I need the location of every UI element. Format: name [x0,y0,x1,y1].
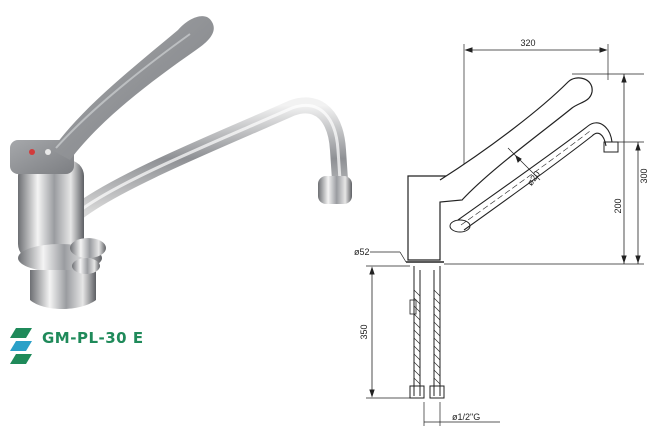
technical-drawing: 320 300 200 ø20 ø52 350 ø1/2"G [354,38,649,426]
product-code: GM-PL-30 E [42,329,144,347]
dim-height-total: 300 [639,168,649,183]
dim-height-spout: 200 [613,198,623,213]
brand-logo [10,328,32,364]
dim-width: 320 [520,38,535,48]
dim-connection: ø1/2"G [452,412,480,422]
product-photo [10,16,352,309]
mixer-body [18,160,84,260]
spout-tube [70,97,348,220]
dim-pipe-diameter: ø20 [525,169,542,187]
long-lever-handle [52,16,214,160]
dim-base-diameter: ø52 [354,247,370,257]
drawing-lever [439,77,593,201]
dim-shank-length: 350 [359,324,369,339]
spout-aerator [318,176,352,204]
drawing-spout [457,122,613,221]
mixer-base [30,270,96,309]
